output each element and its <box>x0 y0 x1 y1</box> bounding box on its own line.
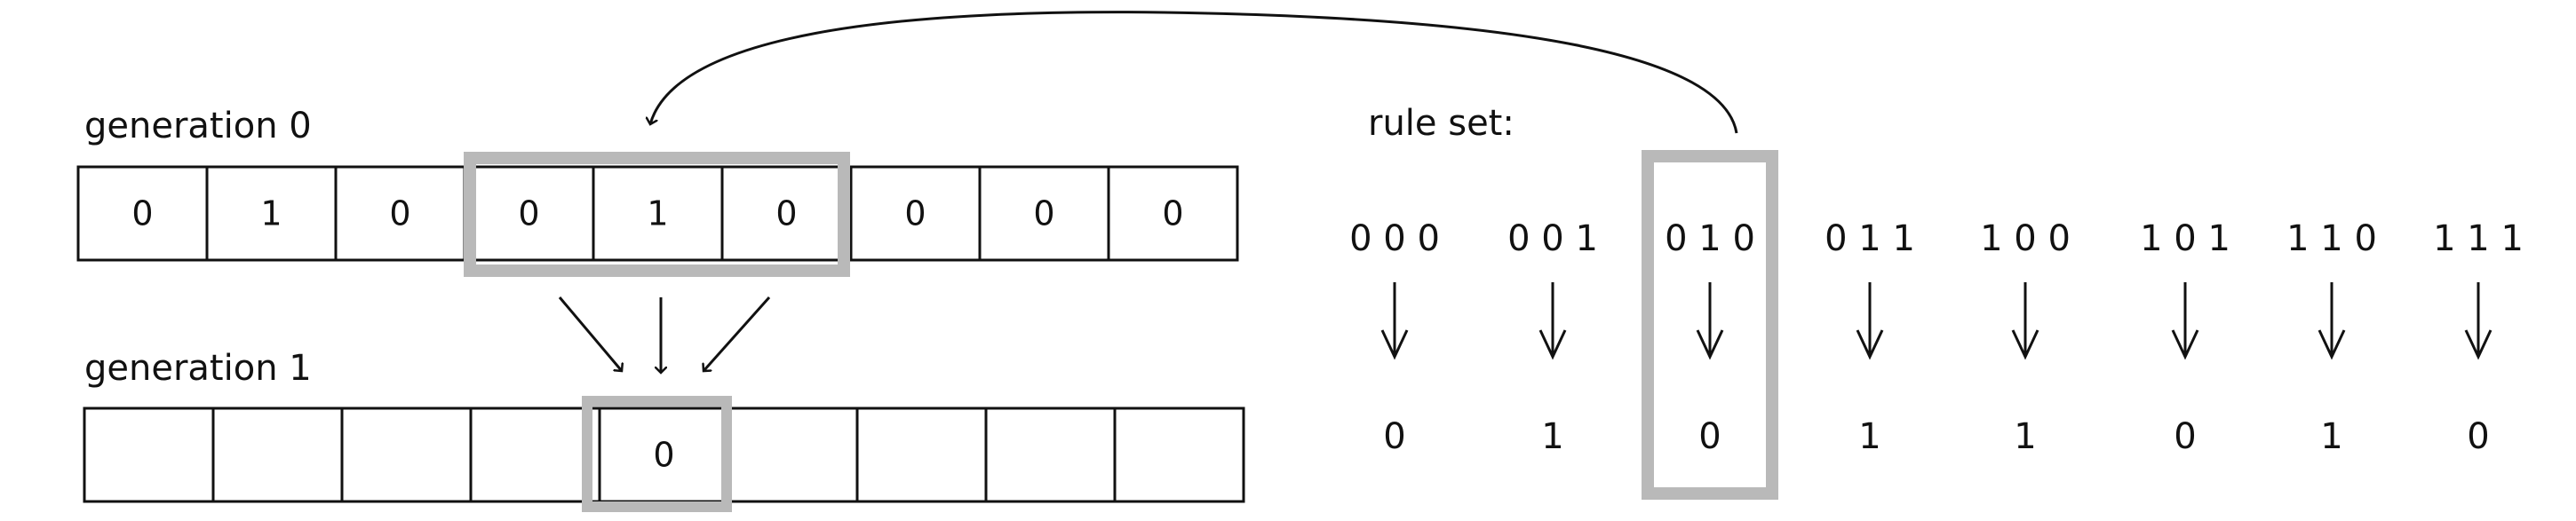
rule-arrow-icon <box>1538 282 1567 360</box>
generation-0-cell-value: 0 <box>1162 194 1183 233</box>
generation-0-cell-value: 0 <box>1033 194 1054 233</box>
generation-1-cell <box>340 407 473 503</box>
generation-1-cell <box>855 407 988 503</box>
rule-arrow-icon <box>2171 282 2199 360</box>
rule-result: 1 <box>1541 416 1563 457</box>
generation-0-cell-value: 0 <box>389 194 410 233</box>
rule-result: 0 <box>1698 416 1721 457</box>
generation-0-cell-value: 0 <box>518 194 539 233</box>
generation-1-cell <box>1113 407 1245 503</box>
rule-arrow-icon <box>1696 282 1724 360</box>
generation-0-row: 0 1 0 0 1 0 0 0 0 <box>76 165 1239 262</box>
rule-pattern: 0 1 0 <box>1665 218 1755 259</box>
generation-1-cell <box>469 407 601 503</box>
generation-1-cell <box>984 407 1117 503</box>
generation-1-cell <box>83 407 215 503</box>
rule-result: 1 <box>2014 416 2036 457</box>
matching-rule-highlight <box>1642 150 1778 500</box>
generation-0-cell-value: 0 <box>775 194 797 233</box>
generation-0-cell <box>1107 165 1239 262</box>
rule-result: 0 <box>2467 416 2489 457</box>
rule-result: 1 <box>2320 416 2342 457</box>
generation-0-cell-value: 0 <box>131 194 153 233</box>
neighborhood-to-cell-arrows <box>558 296 771 373</box>
new-cell-highlight <box>582 396 732 512</box>
rule-arrow-icon <box>2464 282 2493 360</box>
rule-arrow-icon <box>2318 282 2346 360</box>
rule-result: 0 <box>2174 416 2196 457</box>
generation-1-row: 0 <box>83 407 1245 503</box>
rule-pattern: 0 0 1 <box>1507 218 1598 259</box>
right-neighbor-arrow-icon <box>704 296 771 371</box>
generation-0-label: generation 0 <box>84 106 312 146</box>
rule-pattern: 1 1 1 <box>2433 218 2524 259</box>
rule-arrow-icon <box>1380 282 1409 360</box>
rule-pattern: 1 0 1 <box>2140 218 2230 259</box>
rule-pattern: 1 1 0 <box>2286 218 2377 259</box>
rule-pattern: 1 0 0 <box>1980 218 2071 259</box>
generation-0-cell-value: 1 <box>647 194 668 233</box>
rule-set-row: 0 0 0 0 0 0 1 1 0 1 0 0 0 1 1 1 1 0 0 1 1 0 1 0 1 1 … <box>1349 218 2524 457</box>
rule-result: 1 <box>1858 416 1880 457</box>
rule-lookup-curved-arrow-icon <box>650 11 1738 134</box>
generation-1-cell-value: 0 <box>653 436 674 475</box>
rule-pattern: 0 0 0 <box>1349 218 1440 259</box>
rule-pattern: 0 1 1 <box>1825 218 1915 259</box>
rule-set-label: rule set: <box>1368 103 1515 144</box>
generation-0-cell-value: 0 <box>904 194 926 233</box>
generation-1-cell <box>727 407 859 503</box>
left-neighbor-arrow-icon <box>558 296 622 371</box>
generation-1-cell <box>211 407 344 503</box>
rule-arrow-icon <box>1856 282 1884 360</box>
neighborhood-highlight <box>464 152 850 277</box>
rule-result: 0 <box>1383 416 1405 457</box>
rule-arrow-icon <box>2011 282 2039 360</box>
generation-0-cell-value: 1 <box>260 194 282 233</box>
generation-1-label: generation 1 <box>84 348 312 389</box>
